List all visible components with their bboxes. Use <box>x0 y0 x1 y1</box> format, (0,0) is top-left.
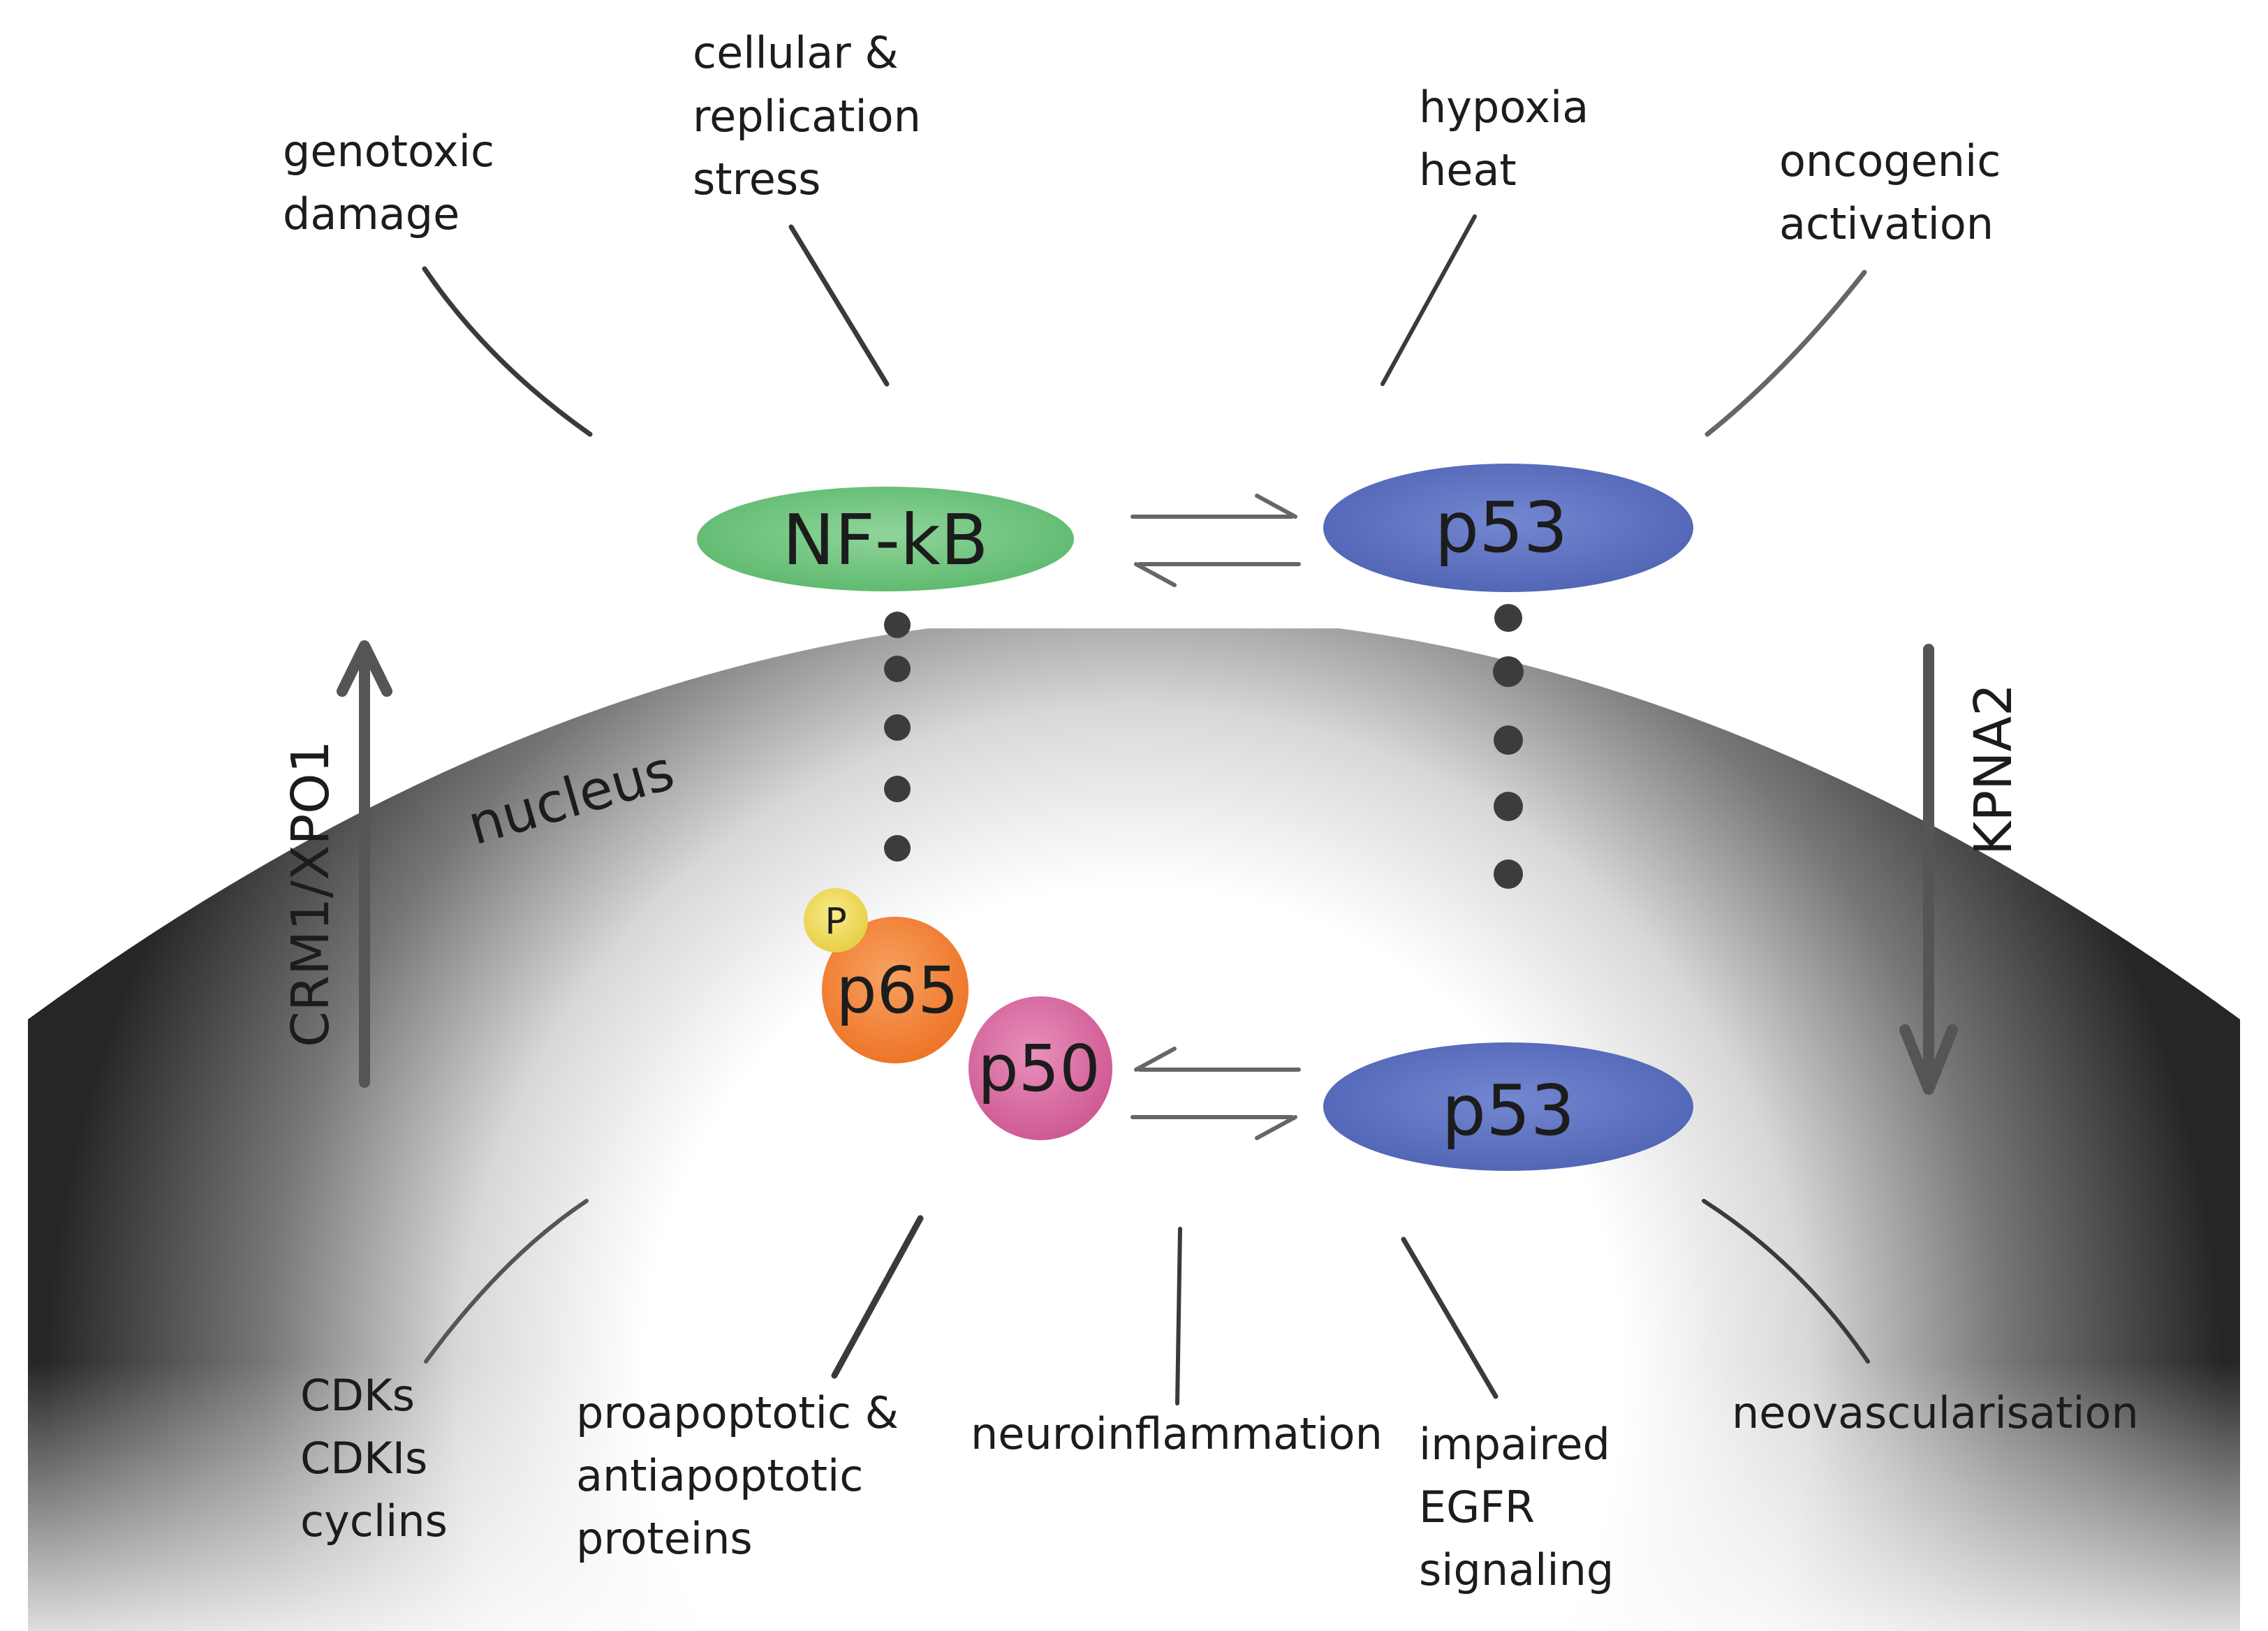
p50-label: p50 <box>978 1031 1100 1106</box>
p53-nucleus-label: p53 <box>1442 1070 1575 1151</box>
stimulus-cellular-replication: cellular & replication stress <box>693 27 935 205</box>
p53-dotted-link <box>1493 604 1524 889</box>
nfkb-dotted-link <box>884 612 911 862</box>
p53-cytoplasm-node: p53 <box>1323 464 1693 592</box>
equilibrium-arrows-bottom <box>1131 1047 1301 1140</box>
outcome-neuroinflammation: neuroinflammation <box>971 1408 1383 1459</box>
stimulus-genotoxic: genotoxic damage <box>283 126 508 239</box>
nfkb-label: NF-kB <box>783 499 989 581</box>
stimulus-hypoxia-heat: hypoxia heat <box>1419 82 1603 195</box>
p50-node: p50 <box>969 996 1112 1140</box>
p65-node: p65 <box>822 917 969 1063</box>
outcome-apoptosis: proapoptotic & antiapoptotic proteins <box>576 1387 913 1564</box>
line-neovascularisation <box>1702 1199 1870 1364</box>
outcome-neovascularisation: neovascularisation <box>1732 1387 2139 1438</box>
equilibrium-arrows-top <box>1131 494 1301 587</box>
outcome-egfr: impaired EGFR signaling <box>1419 1419 1624 1595</box>
line-genotoxic <box>422 266 593 437</box>
line-neuroinflammation <box>1175 1227 1182 1405</box>
stimulus-lines <box>422 214 1867 437</box>
line-hypoxia <box>1380 214 1477 386</box>
phospho-group: P <box>804 888 868 952</box>
line-oncogenic <box>1704 270 1867 437</box>
import-arrow <box>1899 644 1958 1095</box>
line-cell-cycle <box>424 1199 589 1364</box>
phospho-label: P <box>825 901 846 943</box>
export-label: CRM1/XPO1 <box>281 740 341 1047</box>
p65-label: p65 <box>836 953 958 1028</box>
outcome-cell-cycle: CDKs CDKIs cyclins <box>300 1370 448 1547</box>
line-egfr <box>1401 1237 1498 1399</box>
export-arrow <box>337 640 392 1088</box>
p53-cytoplasm-label: p53 <box>1435 487 1568 568</box>
line-cellular <box>788 224 890 387</box>
p53-nucleus-node: p53 <box>1323 1042 1693 1171</box>
nfkb-node: NF-kB <box>697 487 1074 591</box>
nucleus-region <box>28 628 2240 1631</box>
line-apoptosis <box>831 1215 924 1379</box>
stimulus-oncogenic: oncogenic activation <box>1779 135 2015 249</box>
import-label: KPNA2 <box>1964 684 2024 855</box>
outcome-lines <box>424 1199 1870 1405</box>
